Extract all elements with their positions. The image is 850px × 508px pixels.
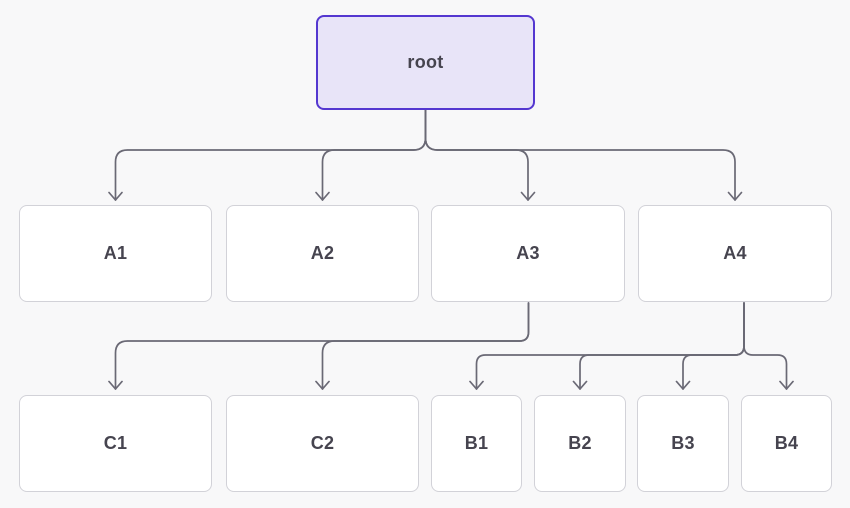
node-a3: A3 [431,205,625,302]
node-b2-label: B2 [568,433,592,453]
node-c1-label: C1 [103,433,128,453]
node-a1: A1 [19,205,212,302]
arrowhead-a2-icon [315,191,330,201]
node-c2-label: C2 [310,433,335,453]
node-b2: B2 [534,395,626,492]
node-a2: A2 [226,205,419,302]
node-a1-label: A1 [103,243,128,263]
edge-a4-b2 [579,302,745,390]
arrowhead-c2-icon [315,380,330,390]
edge-root-a4 [424,109,736,201]
node-a4: A4 [638,205,832,302]
edge-a3-c2 [321,302,530,390]
node-root: root [316,15,535,110]
arrowhead-a3-icon [520,191,536,201]
node-b3: B3 [637,395,729,492]
arrowhead-b1-icon [469,380,484,390]
edge-a4-b3 [682,302,745,390]
arrowhead-b4-icon [779,380,794,390]
node-b4-label: B4 [774,433,799,453]
arrowhead-c1-icon [108,380,123,390]
arrowhead-a4-icon [727,191,743,201]
node-root-label: root [407,52,444,72]
node-b3-label: B3 [671,433,695,453]
edge-a4-b4 [743,302,788,390]
edge-root-a3 [424,109,529,201]
arrowhead-b2-icon [572,380,588,390]
node-b1: B1 [431,395,522,492]
node-a2-label: A2 [310,243,335,263]
node-c2: C2 [226,395,419,492]
edge-root-a1 [114,109,427,201]
node-c1: C1 [19,395,212,492]
arrowhead-a1-icon [108,191,123,201]
node-a4-label: A4 [723,243,747,263]
edge-a3-c1 [114,302,530,390]
arrowhead-b3-icon [675,380,691,390]
node-a3-label: A3 [516,243,540,263]
edge-a4-b1 [475,302,745,390]
node-b1-label: B1 [464,433,489,453]
edge-root-a2 [321,109,427,201]
node-b4: B4 [741,395,832,492]
